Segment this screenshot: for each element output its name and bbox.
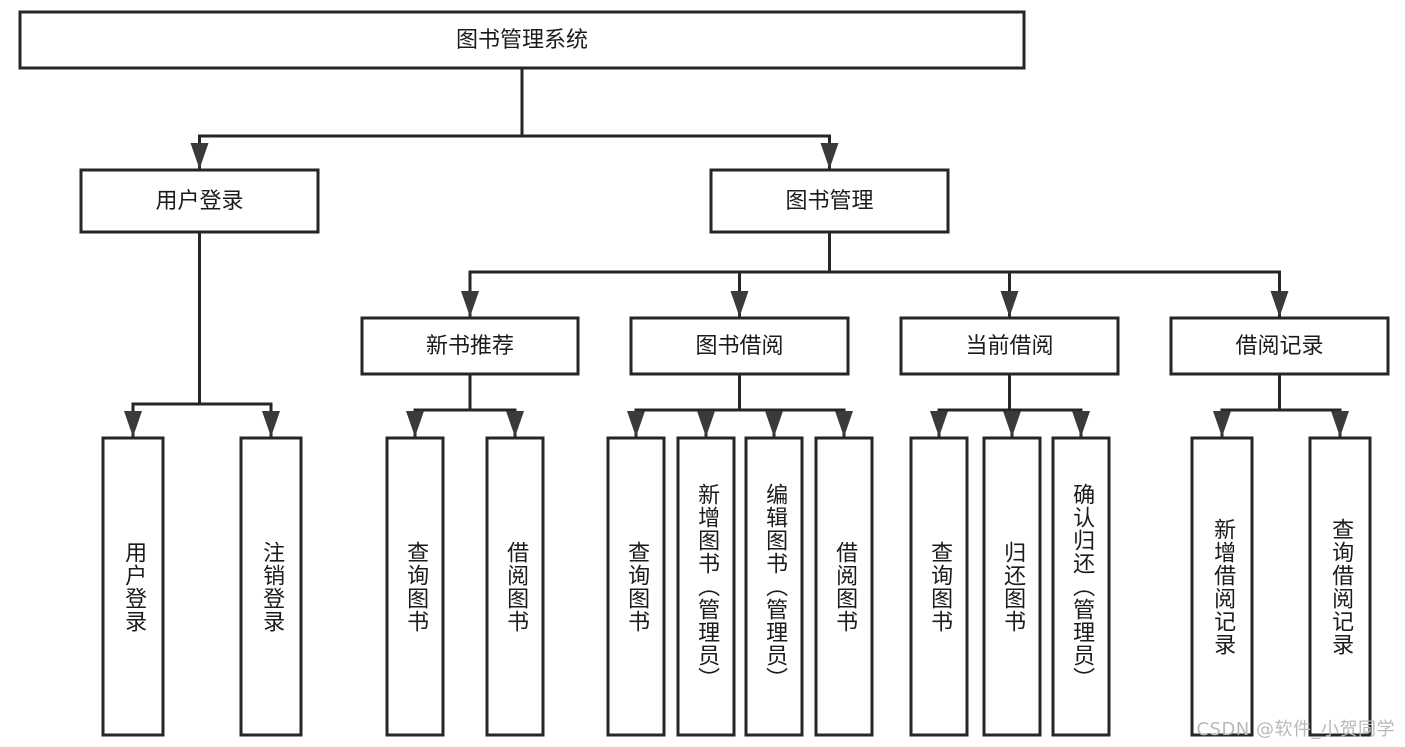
node-leaf-record-add-record[interactable] <box>1190 436 1254 737</box>
arrow-head-icon <box>1213 411 1231 437</box>
arrow-head-icon <box>765 411 783 437</box>
arrow-head-icon <box>1000 291 1019 317</box>
arrow-head-icon <box>1003 411 1021 437</box>
node-borrow-record[interactable] <box>1169 316 1390 376</box>
arrow-head-icon <box>1331 411 1349 437</box>
arrow-head-icon <box>730 291 749 317</box>
arrow-head-icon <box>190 143 209 169</box>
arrow-head-icon <box>820 143 839 169</box>
node-book-borrow[interactable] <box>629 316 850 376</box>
node-leaf-recommend-query-book[interactable] <box>385 436 445 737</box>
node-label: 图书管理系统 <box>456 28 588 53</box>
arrow-head-icon <box>506 411 524 437</box>
arrow-head-icon <box>124 411 142 437</box>
arrow-head-icon <box>1270 291 1289 317</box>
node-leaf-current-query-book[interactable] <box>909 436 969 737</box>
node-leaf-current-confirm-return-admin[interactable] <box>1051 436 1111 737</box>
arrow-head-icon <box>262 411 280 437</box>
node-root-root[interactable] <box>18 10 1026 70</box>
node-label: 新书推荐 <box>426 334 514 359</box>
node-leaf-borrow-add-book-admin[interactable] <box>676 436 736 737</box>
arrow-head-icon <box>461 291 479 317</box>
node-leaf-borrow-query-book[interactable] <box>606 436 666 737</box>
node-current-borrow[interactable] <box>899 316 1120 376</box>
arrow-head-icon <box>697 411 715 437</box>
node-boxes-layer <box>18 10 1390 737</box>
arrow-head-icon <box>406 411 424 437</box>
node-label: 用户登录 <box>155 189 243 214</box>
node-new-book-recommend[interactable] <box>360 316 580 376</box>
node-user-login[interactable] <box>79 168 320 234</box>
node-label: 图书借阅 <box>695 334 783 359</box>
arrow-head-icon <box>1072 411 1090 437</box>
node-leaf-user-login[interactable] <box>101 436 165 737</box>
node-leaf-record-query-record[interactable] <box>1308 436 1372 737</box>
connector-edges-layer <box>124 66 1349 439</box>
node-leaf-borrow-edit-book-admin[interactable] <box>744 436 804 737</box>
node-book-management[interactable] <box>709 168 950 234</box>
node-label: 当前借阅 <box>965 334 1053 359</box>
arrow-head-icon <box>627 411 645 437</box>
node-leaf-current-return-book[interactable] <box>982 436 1042 737</box>
arrow-head-icon <box>930 411 948 437</box>
node-leaf-borrow-borrow-book[interactable] <box>814 436 874 737</box>
node-leaf-user-logout[interactable] <box>239 436 303 737</box>
node-label: 借阅记录 <box>1235 334 1323 359</box>
node-leaf-recommend-borrow-book[interactable] <box>485 436 545 737</box>
node-label: 图书管理 <box>785 189 873 214</box>
arrow-head-icon <box>835 411 853 437</box>
watermark-text: CSDN @软件_小贺同学 <box>1196 719 1395 740</box>
